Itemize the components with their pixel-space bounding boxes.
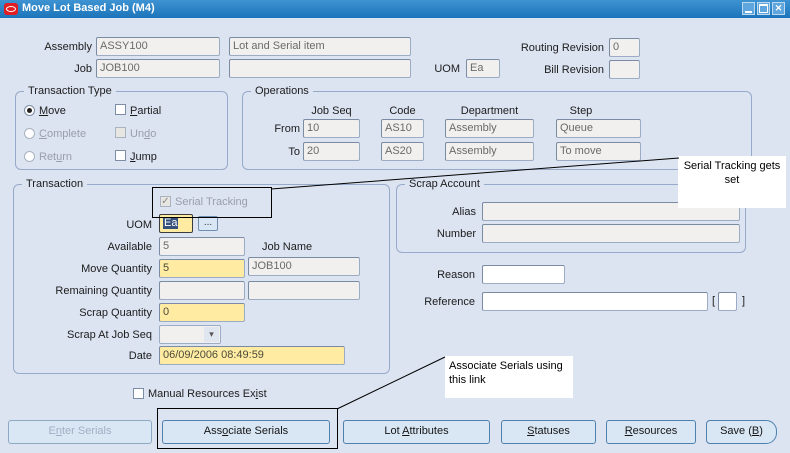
transaction-type-group: Transaction Type [15, 85, 228, 170]
uom-selected-text: Ea [163, 217, 179, 229]
reference-field[interactable] [482, 292, 708, 311]
associate-serials-callout: Associate Serials using this link [445, 356, 573, 398]
date-field[interactable]: 06/09/2006 08:49:59 [159, 346, 345, 365]
column-header-code: Code [389, 105, 416, 117]
reference-label: Reference [424, 296, 475, 308]
serial-tracking-label: Serial Tracking [175, 196, 248, 208]
partial-checkbox-label: Partial [130, 105, 162, 117]
enter-serials-button[interactable]: Enter Serials [8, 420, 152, 444]
to-code-field[interactable]: AS20 [381, 142, 424, 161]
serial-tracking-checkbox[interactable]: ✓ [160, 196, 171, 207]
return-radio[interactable] [24, 151, 35, 162]
associate-serials-button[interactable]: Associate Serials [162, 420, 330, 444]
uom-header-field[interactable]: Ea [466, 59, 500, 78]
job-name-field[interactable]: JOB100 [248, 257, 360, 276]
remaining-quantity-job-field[interactable] [248, 281, 360, 300]
statuses-button[interactable]: Statuses [501, 420, 596, 444]
maximize-icon [759, 4, 768, 13]
scrap-quantity-field[interactable]: 0 [159, 303, 245, 322]
assembly-field[interactable]: ASSY100 [96, 37, 220, 56]
save-button[interactable]: Save (B) [706, 420, 777, 444]
partial-checkbox[interactable] [115, 104, 126, 115]
flexfield-field[interactable] [718, 292, 737, 311]
column-header-step: Step [569, 105, 593, 117]
available-label: Available [107, 241, 152, 253]
number-label: Number [436, 228, 476, 240]
return-radio-label: Return [39, 151, 73, 163]
minimize-icon [745, 10, 752, 13]
scrap-at-job-seq-dropdown[interactable]: ▾ [159, 325, 221, 344]
flexfield-bracket-open: [ [712, 295, 716, 307]
transaction-group: Transaction [13, 178, 390, 374]
jump-checkbox-label: Jump [130, 151, 157, 163]
move-radio-label: Move [39, 105, 66, 117]
bill-revision-label: Bill Revision [544, 64, 604, 76]
manual-resources-exist-checkbox[interactable] [133, 388, 144, 399]
uom-lov-button[interactable]: ... [198, 216, 218, 231]
uom-label: UOM [126, 219, 152, 231]
from-department-field[interactable]: Assembly [445, 119, 534, 138]
job-description-field[interactable] [229, 59, 411, 78]
serial-tracking-callout: Serial Tracking gets set [678, 156, 786, 208]
to-department-field[interactable]: Assembly [445, 142, 534, 161]
from-code-field[interactable]: AS10 [381, 119, 424, 138]
uom-field[interactable]: Ea [159, 214, 193, 233]
title-bar: Move Lot Based Job (M4) ✕ [0, 0, 790, 18]
transaction-title: Transaction [22, 178, 88, 190]
remaining-quantity-label: Remaining Quantity [55, 285, 152, 297]
maximize-button[interactable] [757, 2, 770, 15]
column-header-job-seq: Job Seq [311, 105, 352, 117]
from-label: From [274, 123, 300, 135]
number-field[interactable] [482, 224, 740, 243]
move-quantity-field[interactable]: 5 [159, 259, 245, 278]
column-header-department: Department [460, 105, 519, 117]
reason-field[interactable] [482, 265, 565, 284]
assembly-description-field[interactable]: Lot and Serial item [229, 37, 411, 56]
reason-label: Reason [437, 269, 475, 281]
close-button[interactable]: ✕ [772, 2, 785, 15]
routing-revision-field[interactable]: 0 [609, 38, 640, 57]
jump-checkbox[interactable] [115, 150, 126, 161]
from-job-seq-field[interactable]: 10 [303, 119, 360, 138]
remaining-quantity-field[interactable] [159, 281, 245, 300]
job-name-label: Job Name [262, 241, 313, 253]
undo-checkbox[interactable] [115, 127, 126, 138]
move-radio[interactable] [24, 105, 35, 116]
to-label: To [288, 146, 300, 158]
alias-label: Alias [452, 206, 476, 218]
close-icon: ✕ [774, 3, 783, 13]
manual-resources-exist-label: Manual Resources Exist [148, 388, 267, 400]
undo-checkbox-label: Undo [130, 128, 157, 140]
bill-revision-field[interactable] [609, 60, 640, 79]
from-step-field[interactable]: Queue [556, 119, 641, 138]
minimize-button[interactable] [742, 2, 755, 15]
uom-header-label: UOM [434, 63, 460, 75]
alias-field[interactable] [482, 202, 740, 221]
to-job-seq-field[interactable]: 20 [303, 142, 360, 161]
move-quantity-label: Move Quantity [81, 263, 152, 275]
available-field[interactable]: 5 [159, 237, 245, 256]
flexfield-bracket-close: ] [742, 295, 746, 307]
window-title: Move Lot Based Job (M4) [22, 2, 155, 14]
operations-title: Operations [251, 85, 313, 97]
transaction-type-title: Transaction Type [24, 85, 116, 97]
job-field[interactable]: JOB100 [96, 59, 220, 78]
resources-button[interactable]: Resources [606, 420, 696, 444]
job-label: Job [74, 63, 92, 75]
routing-revision-label: Routing Revision [520, 42, 604, 54]
assembly-label: Assembly [44, 41, 92, 53]
complete-radio-label: Complete [39, 128, 87, 140]
complete-radio[interactable] [24, 128, 35, 139]
scrap-quantity-label: Scrap Quantity [79, 307, 152, 319]
to-step-field[interactable]: To move [556, 142, 641, 161]
lot-attributes-button[interactable]: Lot Attributes [343, 420, 490, 444]
scrap-at-job-seq-label: Scrap At Job Seq [67, 329, 152, 341]
date-label: Date [128, 350, 152, 362]
chevron-down-icon[interactable]: ▾ [204, 327, 219, 342]
scrap-account-title: Scrap Account [405, 178, 484, 190]
oracle-logo-icon [4, 3, 18, 15]
